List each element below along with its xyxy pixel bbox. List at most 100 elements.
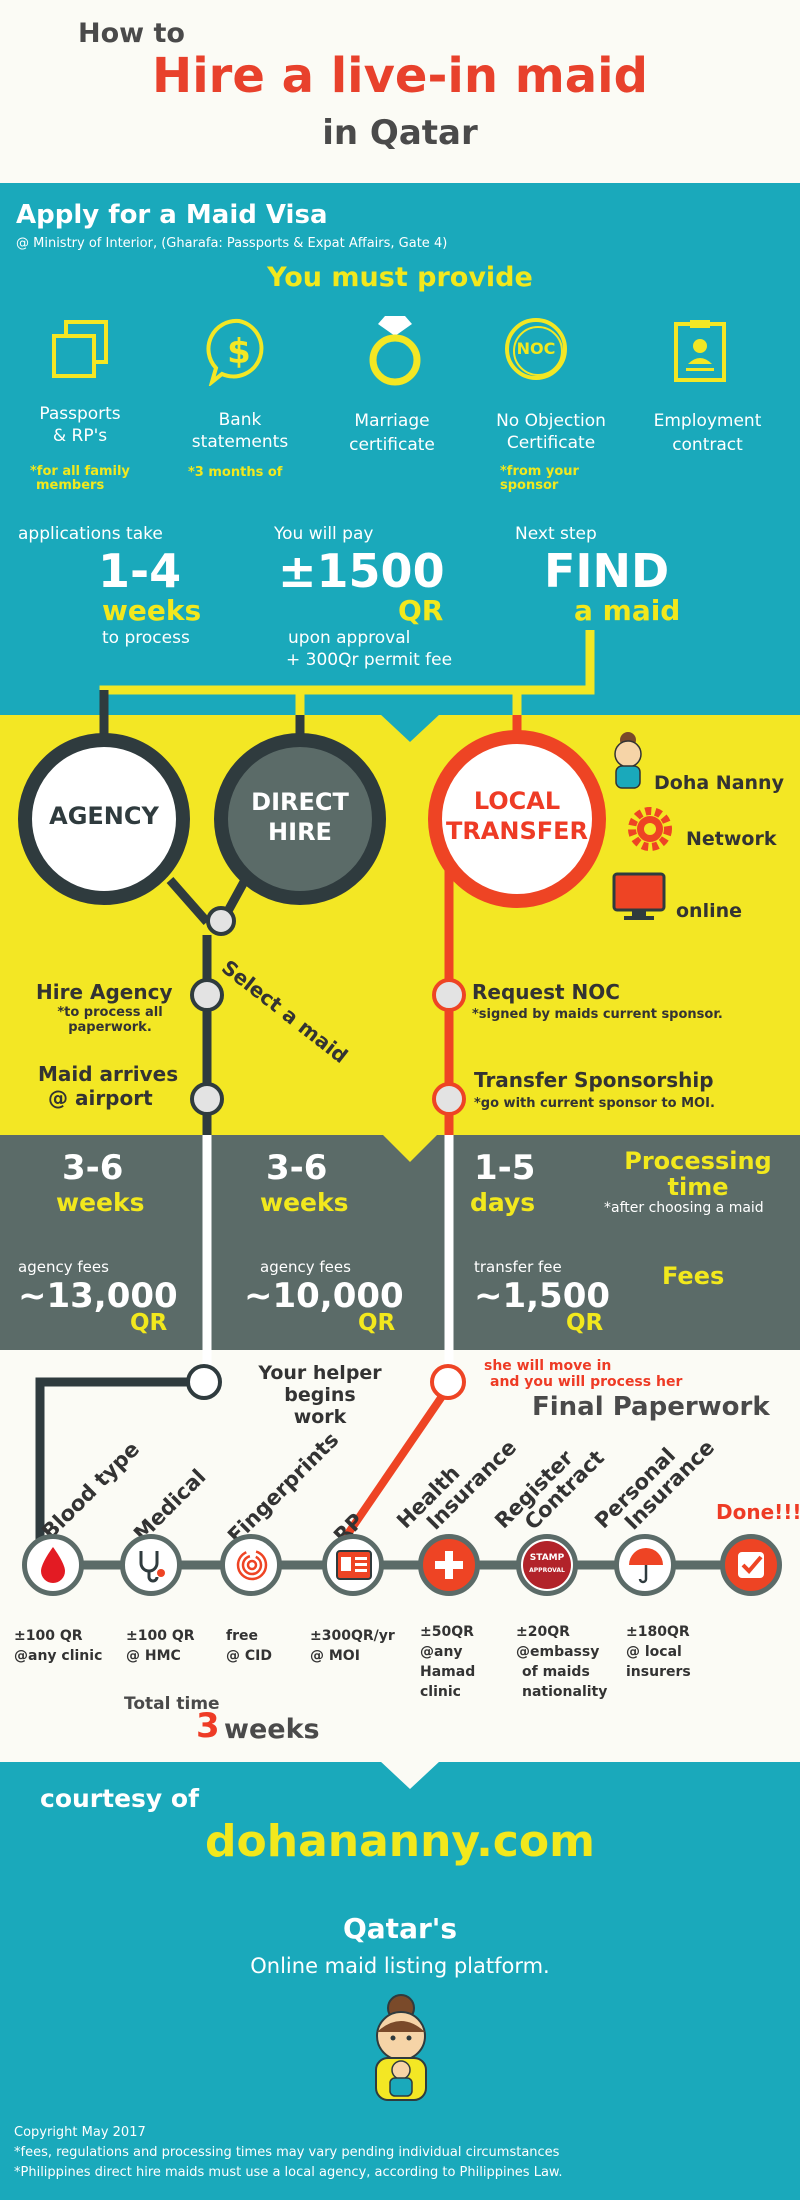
- doc-label-line: contract: [672, 435, 743, 455]
- doc-note-line: *from your: [500, 464, 579, 479]
- total-time-unit: weeks: [224, 1714, 320, 1745]
- helper-begins-node: [186, 1364, 222, 1400]
- local-transfer-line: LOCAL: [473, 787, 561, 815]
- direct-hire-line: DIRECT: [251, 788, 349, 816]
- page-title: Hire a live-in maid: [152, 48, 648, 104]
- svg-text:$: $: [227, 332, 251, 372]
- doc-label-line: Employment: [653, 411, 762, 431]
- transfer-fee-currency: QR: [566, 1310, 604, 1336]
- agency-option[interactable]: AGENCY: [18, 733, 190, 905]
- source-network: Network: [686, 828, 777, 850]
- direct-time: 3-6: [266, 1148, 328, 1188]
- cost-line: @any clinic: [14, 1648, 103, 1664]
- select-maid-node: [206, 906, 236, 936]
- processing-time-note: *after choosing a maid: [604, 1200, 764, 1216]
- cost-line: ±50QR: [420, 1624, 474, 1640]
- doc-label-line: & RP's: [52, 426, 108, 446]
- stat-pay-big: ±1500: [278, 544, 445, 598]
- agency-fee: ~13,000: [18, 1276, 178, 1316]
- request-noc-note: *signed by maids current sponsor.: [472, 1007, 723, 1022]
- cost-line: @ HMC: [126, 1648, 181, 1664]
- fingerprints-step: [220, 1534, 282, 1596]
- direct-fee: ~10,000: [244, 1276, 404, 1316]
- maid-arrives-node: [190, 1082, 224, 1116]
- qatar-label: Qatar's: [342, 1912, 458, 1945]
- dollar-icon: $: [206, 318, 264, 386]
- header-line3: in Qatar: [322, 113, 478, 153]
- transfer-fee-label: transfer fee: [474, 1258, 562, 1276]
- stat-pay-bottom1: upon approval: [288, 628, 411, 648]
- doc-note-line: members: [36, 478, 105, 493]
- cost-line: of maids: [522, 1664, 590, 1680]
- blood-type-step: [22, 1534, 84, 1596]
- apply-section: [0, 183, 800, 715]
- cost-line: insurers: [626, 1664, 691, 1680]
- direct-hire-line: HIRE: [268, 818, 332, 846]
- done-step: [720, 1534, 782, 1596]
- stat-applications-top: applications take: [18, 524, 163, 544]
- move-in-node: [430, 1364, 466, 1400]
- stat-next-unit: a maid: [574, 594, 681, 627]
- doc-label-contract: Employment contract: [630, 409, 785, 457]
- personal-insurance-step: [614, 1534, 676, 1596]
- agency-label: AGENCY: [49, 802, 159, 830]
- doc-note-line: *for all family: [30, 464, 130, 479]
- doc-note-bank: *3 months of: [188, 465, 283, 480]
- apply-subtitle: @ Ministry of Interior, (Gharafa: Passpo…: [16, 236, 448, 251]
- move-in-line: she will move in: [484, 1358, 612, 1374]
- processing-time-line: Processing: [624, 1147, 772, 1175]
- stat-pay-bottom2: + 300Qr permit fee: [286, 650, 453, 670]
- cost-fingerprints: free@ CID: [226, 1626, 272, 1666]
- site-link[interactable]: dohananny.com: [205, 1816, 595, 1867]
- cost-line: @any: [420, 1644, 463, 1660]
- cost-line: @ local: [626, 1644, 682, 1660]
- hire-agency-node: [190, 978, 224, 1012]
- source-online: online: [676, 900, 743, 922]
- maid-arrives-line: @ airport: [48, 1086, 153, 1110]
- umbrella-icon: [629, 1548, 663, 1584]
- medical-cross-icon: [435, 1551, 463, 1579]
- total-time-number: 3: [196, 1706, 220, 1746]
- stamp-subtext: APPROVAL: [529, 1567, 565, 1574]
- agency-fee-currency: QR: [130, 1310, 168, 1336]
- passport-icon: [52, 320, 108, 378]
- cost-line: clinic: [420, 1684, 461, 1700]
- cost-line: @ MOI: [310, 1648, 360, 1664]
- gray-band: [0, 1135, 800, 1350]
- doc-label-line: Bank: [218, 410, 262, 430]
- local-transfer-line: TRANSFER: [445, 817, 589, 845]
- hire-agency-note-line: paperwork.: [68, 1020, 152, 1035]
- doc-label-line: Passports: [39, 404, 121, 424]
- final-paperwork-title: Final Paperwork: [532, 1392, 770, 1422]
- blood-drop-icon: [41, 1547, 65, 1583]
- nanny-mascot-icon: [375, 1994, 427, 2101]
- nanny-avatar-icon: [614, 732, 642, 789]
- contract-icon: [674, 320, 726, 382]
- transfer-label: Transfer Sponsorship: [474, 1068, 714, 1092]
- section-notch: [380, 714, 440, 742]
- direct-time-unit: weeks: [260, 1188, 349, 1217]
- apply-title: Apply for a Maid Visa: [16, 200, 328, 230]
- must-provide: You must provide: [267, 262, 533, 293]
- cost-line: free: [226, 1628, 258, 1644]
- header-line1: How to: [78, 18, 185, 49]
- hire-agency-label: Hire Agency: [36, 980, 173, 1004]
- agency-time: 3-6: [62, 1148, 124, 1188]
- transfer-time: 1-5: [474, 1148, 536, 1188]
- gear-icon: [628, 807, 672, 851]
- cost-line: ±100 QR: [14, 1628, 83, 1644]
- source-doha-nanny: Doha Nanny: [654, 772, 784, 794]
- transfer-note: *go with current sponsor to MOI.: [474, 1096, 715, 1111]
- stat-applications-bottom: to process: [102, 628, 190, 648]
- cost-line: @embassy: [516, 1644, 600, 1660]
- doc-label-line: No Objection: [496, 411, 606, 431]
